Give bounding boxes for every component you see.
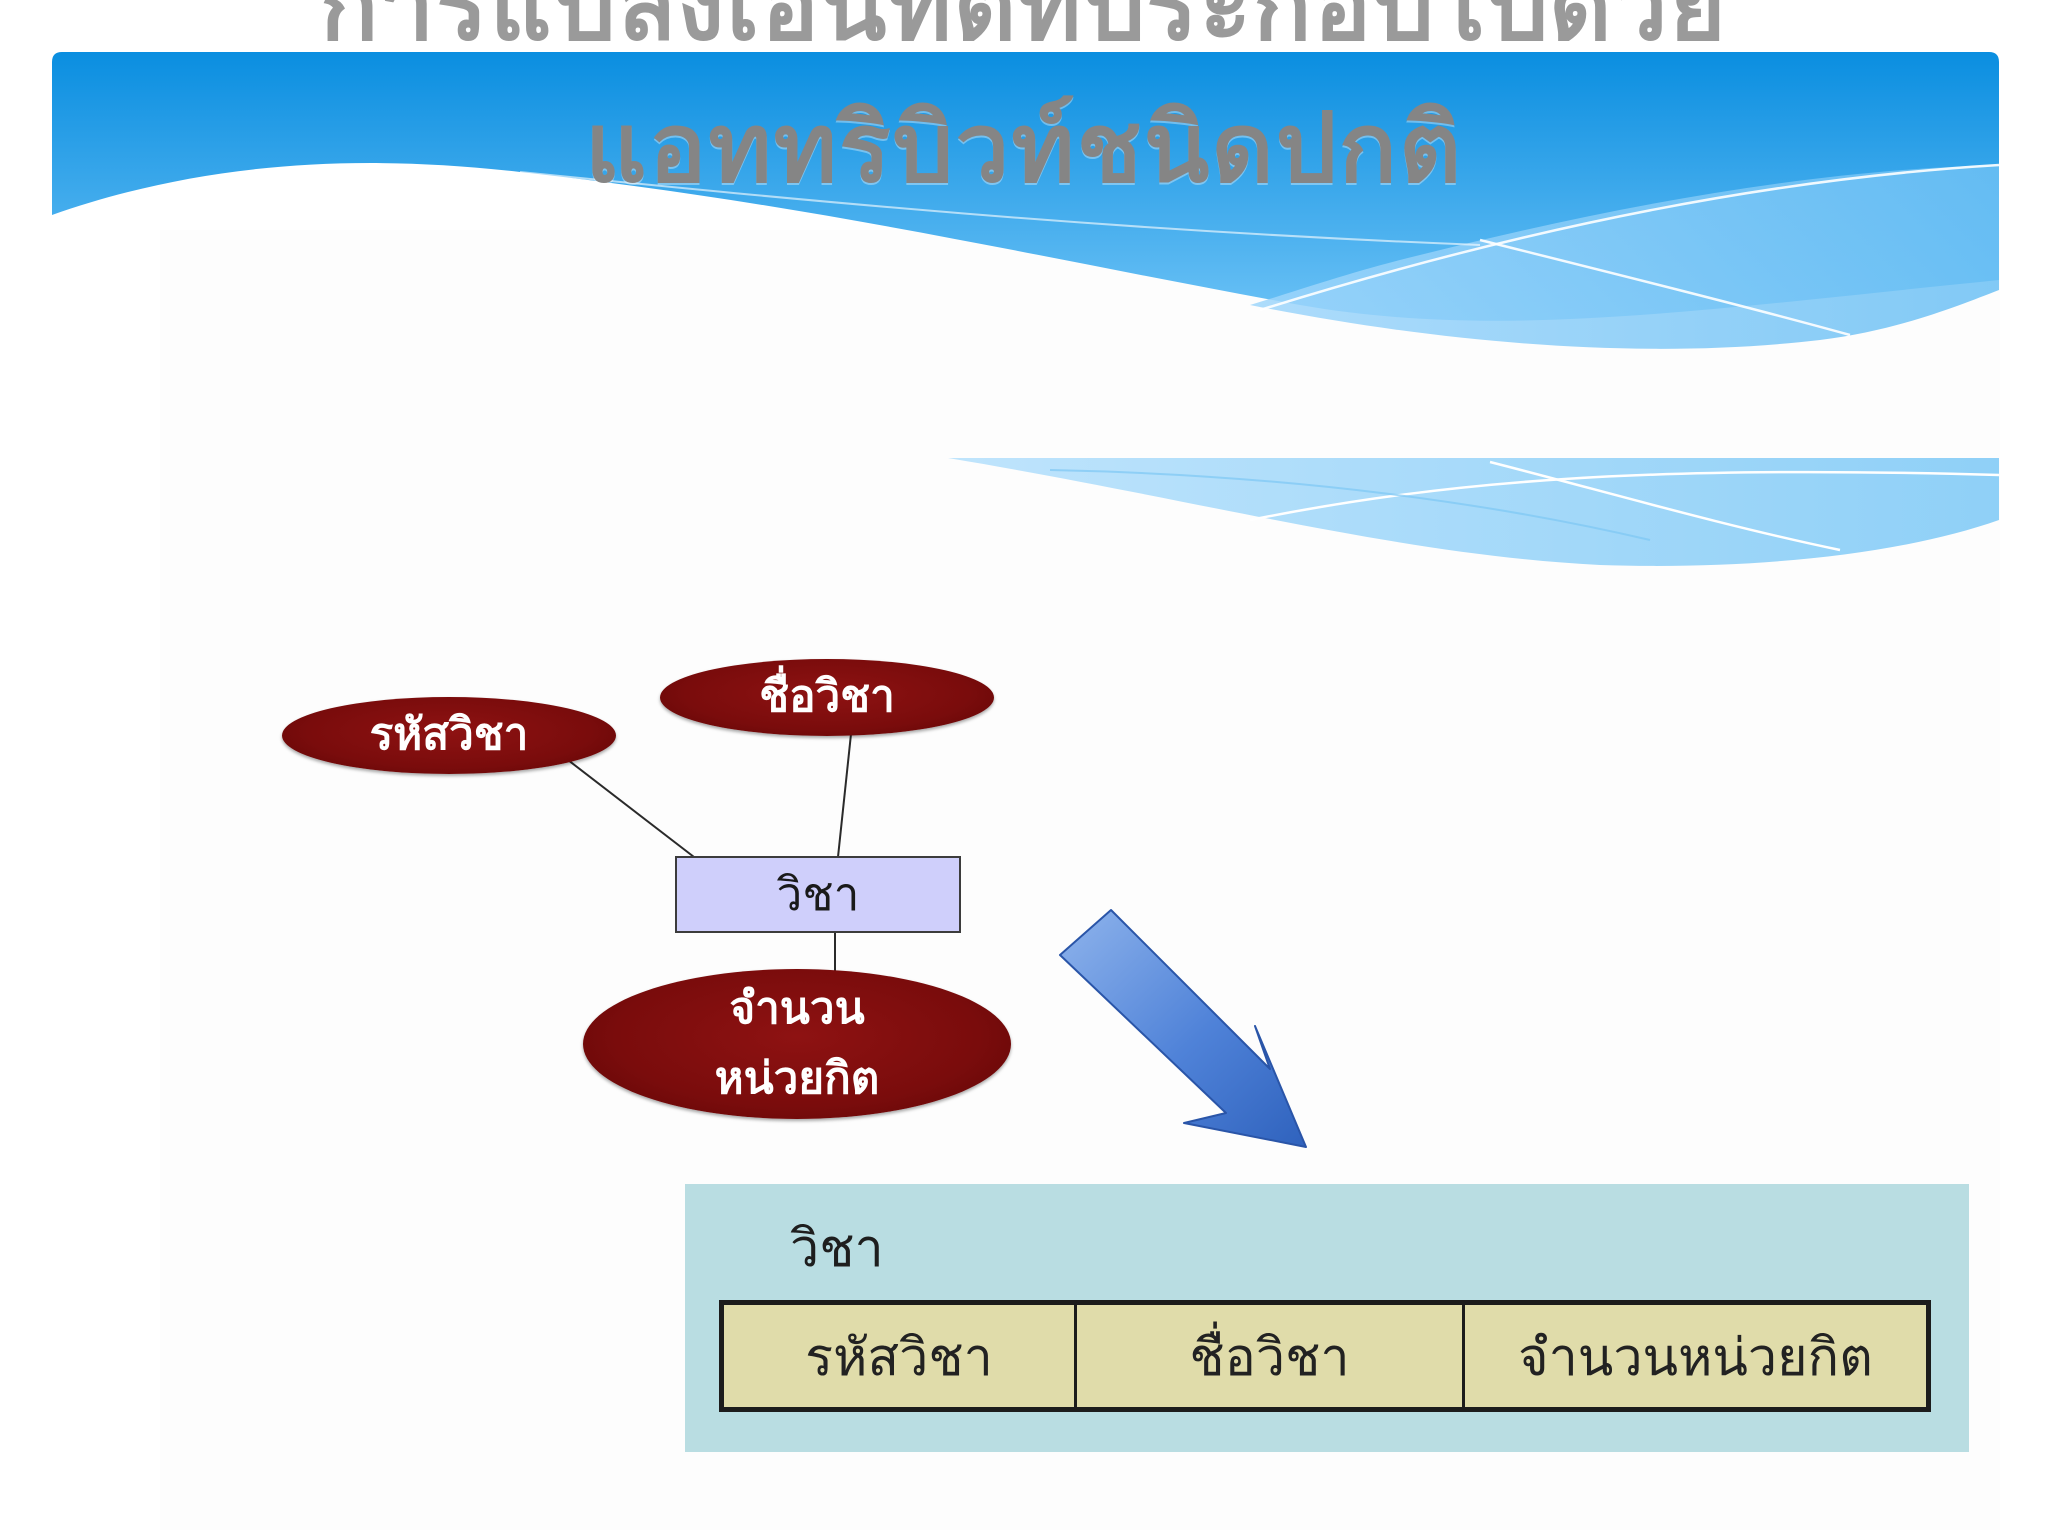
attribute-course-code-label: รหัสวิชา xyxy=(370,700,529,770)
attribute-course-name: ชื่อวิชา xyxy=(660,659,994,736)
attribute-credits-label-line1: จำนวน xyxy=(715,974,880,1044)
relation-column-course-name: ชื่อวิชา xyxy=(1076,1303,1464,1410)
slide-title-line-2: แอททริบิวท์ชนิดปกติ xyxy=(0,100,2048,196)
entity-course: วิชา xyxy=(675,856,961,933)
entity-course-label: วิชา xyxy=(777,858,860,931)
relation-row: รหัสวิชา ชื่อวิชา จำนวนหน่วยกิต xyxy=(722,1303,1929,1410)
slide-title-line-1: การแปลงเอนทิตีที่ประกอบไปด้วย xyxy=(0,0,2048,54)
relation-column-course-code: รหัสวิชา xyxy=(722,1303,1076,1410)
attribute-credits: จำนวน หน่วยกิต xyxy=(583,969,1011,1119)
attribute-credits-label-line2: หน่วยกิต xyxy=(715,1044,880,1114)
relation-table: รหัสวิชา ชื่อวิชา จำนวนหน่วยกิต xyxy=(719,1300,1931,1412)
attribute-course-code: รหัสวิชา xyxy=(282,697,616,774)
relation-name: วิชา xyxy=(790,1206,884,1289)
relation-column-credits: จำนวนหน่วยกิต xyxy=(1464,1303,1929,1410)
relation-panel: วิชา รหัสวิชา ชื่อวิชา จำนวนหน่วยกิต xyxy=(685,1184,1969,1452)
attribute-course-name-label: ชื่อวิชา xyxy=(759,662,895,732)
